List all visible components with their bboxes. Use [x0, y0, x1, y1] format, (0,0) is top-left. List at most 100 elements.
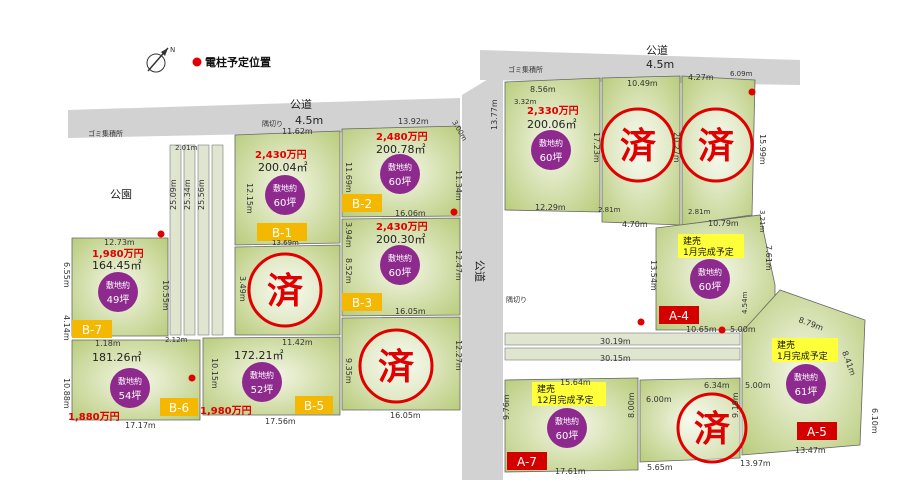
legend-text: 電柱予定位置: [205, 55, 271, 69]
b7-label-bg: [72, 320, 112, 338]
svg-text:6.00m: 6.00m: [646, 395, 672, 404]
top-road-left: [68, 98, 460, 138]
svg-text:6.34m: 6.34m: [704, 381, 730, 390]
svg-text:17.23m: 17.23m: [592, 132, 601, 163]
svg-text:30.15m: 30.15m: [600, 354, 631, 363]
b2-tsubo: 60坪: [389, 175, 412, 188]
svg-text:済: 済: [698, 126, 734, 167]
a5-build: 建売: [777, 339, 795, 351]
svg-text:3.21m: 3.21m: [758, 210, 766, 233]
pole-dot-icon: [192, 57, 202, 67]
b5-tsubo: 52坪: [251, 383, 274, 396]
a7-build: 建売: [537, 383, 555, 395]
svg-text:8.52m: 8.52m: [344, 258, 353, 284]
a4-tsubo: 60坪: [699, 280, 722, 293]
svg-text:敷地約: 敷地約: [794, 372, 818, 382]
a7-build2: 12月完成予定: [537, 394, 593, 406]
svg-text:17.56m: 17.56m: [265, 417, 296, 426]
svg-text:敷地約: 敷地約: [250, 370, 274, 380]
svg-text:敷地約: 敷地約: [118, 376, 142, 386]
svg-text:12.27m: 12.27m: [454, 340, 463, 371]
dimension-labels: 11.62m 13.92m 12.15m 11.69m 11.34m 16.06…: [62, 70, 879, 476]
a7-label: A-7: [517, 455, 537, 469]
b7-label: B-7: [82, 323, 102, 337]
b6-label: B-6: [169, 401, 189, 415]
svg-text:13.92m: 13.92m: [398, 117, 429, 126]
lot-a-sold-3[interactable]: [639, 377, 741, 463]
b1-label-bg: [257, 223, 307, 241]
svg-text:17.17m: 17.17m: [125, 421, 156, 430]
svg-text:20.27m: 20.27m: [672, 132, 681, 163]
sold-stamps: 済 済 済 済 済: [247, 107, 754, 464]
a-top-circle: [531, 130, 571, 170]
compass-n-label: N: [170, 46, 175, 54]
svg-text:1.18m: 1.18m: [95, 339, 121, 348]
road-label-top: 公道: [290, 97, 312, 111]
svg-text:4.27m: 4.27m: [688, 73, 714, 82]
a5-circle: [786, 364, 826, 404]
b1-price: 2,430万円: [255, 149, 307, 161]
svg-text:13.47m: 13.47m: [795, 446, 826, 455]
svg-text:13.77m: 13.77m: [490, 99, 499, 130]
svg-text:敷地約: 敷地約: [555, 416, 579, 426]
b6-price: 1,880万円: [68, 411, 120, 423]
svg-text:16.05m: 16.05m: [390, 411, 421, 420]
svg-text:済: 済: [267, 271, 303, 312]
a4-label-bg: [659, 306, 699, 324]
svg-text:2.12m: 2.12m: [165, 336, 188, 344]
b5-label: B-5: [304, 399, 324, 413]
a5-build2: 1月完成予定: [777, 350, 828, 362]
b5-price: 1,980万円: [200, 405, 252, 417]
b2-circle: [380, 154, 420, 194]
a5-tsubo: 61坪: [795, 385, 818, 398]
pole-markers: [157, 88, 756, 382]
svg-text:13.69m: 13.69m: [272, 239, 299, 247]
b5-circle: [242, 362, 282, 402]
b6-label-bg: [160, 398, 198, 416]
svg-text:8.56m: 8.56m: [530, 85, 556, 94]
b3-circle: [380, 245, 420, 285]
b1-label: B-1: [272, 226, 292, 240]
b2-label-bg: [342, 194, 382, 212]
a-top-area: 200.06㎡: [527, 118, 577, 131]
a5-build-bg: [772, 338, 838, 362]
svg-text:16.05m: 16.05m: [395, 307, 426, 316]
svg-text:9.19m: 9.19m: [731, 392, 740, 418]
svg-text:2.81m: 2.81m: [688, 208, 711, 216]
svg-text:5.00m: 5.00m: [730, 325, 756, 334]
a4-build-bg: [678, 234, 744, 258]
b5-area: 172.21㎡: [234, 349, 284, 362]
a-top-tsubo: 60坪: [540, 151, 563, 164]
svg-text:10.49m: 10.49m: [627, 79, 658, 88]
b2-area: 200.78㎡: [376, 143, 426, 156]
svg-text:10.55m: 10.55m: [161, 280, 170, 311]
svg-text:敷地約: 敷地約: [273, 183, 297, 193]
svg-text:済: 済: [694, 409, 730, 450]
road-width-right: 4.5m: [646, 58, 674, 71]
svg-text:10.88m: 10.88m: [62, 378, 71, 409]
a-top-price: 2,330万円: [527, 105, 579, 117]
svg-text:5.65m: 5.65m: [647, 463, 673, 472]
svg-text:9.35m: 9.35m: [344, 358, 353, 384]
b6-area: 181.26㎡: [92, 351, 142, 364]
a7-label-bg: [507, 452, 547, 470]
svg-text:2.81m: 2.81m: [598, 206, 621, 214]
b7-tsubo: 49坪: [107, 293, 130, 306]
top-road-right: [480, 50, 800, 85]
svg-text:6.55m: 6.55m: [62, 262, 71, 288]
svg-text:4.54m: 4.54m: [741, 291, 749, 314]
vertical-road: [462, 70, 503, 480]
svg-text:11.34m: 11.34m: [454, 170, 463, 201]
svg-text:10.79m: 10.79m: [708, 219, 739, 228]
svg-text:4.70m: 4.70m: [622, 220, 648, 229]
b7-area: 164.45㎡: [92, 259, 142, 272]
b2-price: 2,480万円: [376, 131, 428, 143]
svg-text:25.09m: 25.09m: [169, 179, 178, 210]
garbage-label-b: ゴミ集積所: [88, 129, 123, 138]
garbage-label-a: ゴミ集積所: [508, 65, 543, 74]
svg-text:11.62m: 11.62m: [282, 127, 313, 136]
svg-text:13.54m: 13.54m: [649, 260, 658, 291]
b6-tsubo: 54坪: [119, 389, 142, 402]
a4-label: A-4: [669, 309, 689, 323]
